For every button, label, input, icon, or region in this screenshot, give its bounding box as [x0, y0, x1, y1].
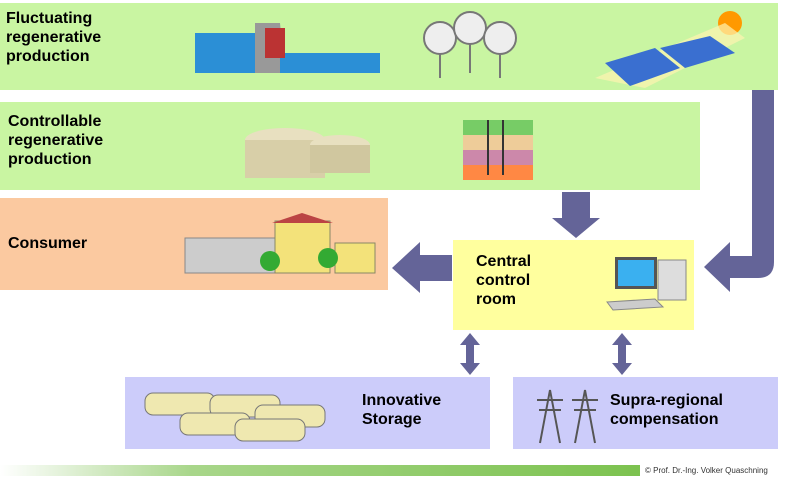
- geothermal-icon: [463, 120, 533, 180]
- fluctuating-label: Fluctuating regenerative production: [6, 10, 102, 65]
- footer-bar: [0, 465, 640, 476]
- supra-label: Supra-regional compensation: [610, 392, 723, 428]
- consumer-label: Consumer: [8, 235, 88, 252]
- central-label: Central control room: [476, 253, 532, 308]
- arrow-fluctuating-to-central: [704, 90, 774, 292]
- arrow-central-to-consumer: [392, 242, 452, 293]
- electric-cars-icon: [144, 392, 326, 442]
- controllable-production-box: Controllable regenerative production: [0, 102, 700, 190]
- buildings-icon: [184, 213, 376, 274]
- power-pylons-icon: [537, 389, 598, 444]
- innovative-storage-box: Innovative Storage: [125, 377, 490, 449]
- central-control-room-box: Central control room: [453, 240, 694, 330]
- solar-panels-icon: [595, 11, 745, 88]
- wind-turbines-icon: [423, 11, 517, 78]
- arrow-central-supra: [612, 333, 632, 375]
- arrow-controllable-to-central: [552, 192, 600, 238]
- storage-label: Innovative Storage: [362, 392, 442, 428]
- arrow-central-storage: [460, 333, 480, 375]
- fluctuating-production-box: Fluctuating regenerative production: [0, 3, 778, 90]
- consumer-box: Consumer: [0, 198, 388, 290]
- supra-regional-box: Supra-regional compensation: [513, 377, 778, 449]
- computer-icon: [606, 257, 687, 311]
- controllable-label: Controllable regenerative production: [8, 113, 104, 168]
- copyright-credit: © Prof. Dr.-Ing. Volker Quaschning: [645, 466, 768, 475]
- hydro-dam-icon: [195, 23, 380, 73]
- biogas-plant-icon: [245, 128, 370, 178]
